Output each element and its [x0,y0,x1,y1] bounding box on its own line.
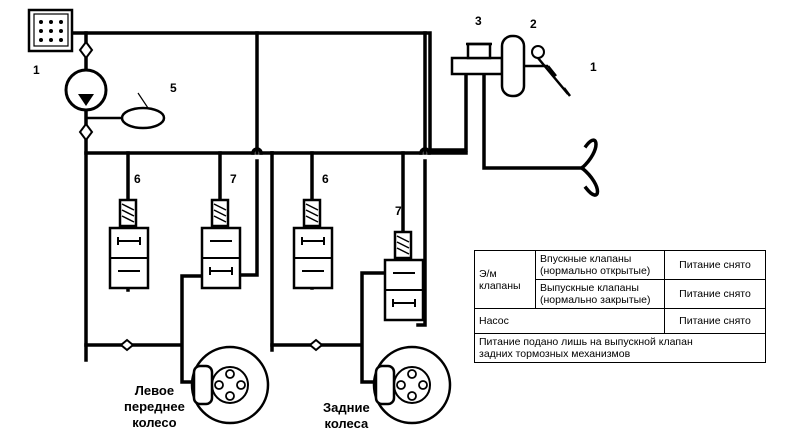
em-valves-cell: Э/м клапаны [474,250,536,309]
ecu-block [27,8,74,53]
front-wheel-brake [190,345,270,425]
front-left-wheel-line-2: переднее [124,399,185,414]
pressure-line-top [58,31,468,152]
table-row: Выпускные клапаны (нормально закрытые) П… [475,279,766,309]
inlet-valves-line-1: Впускные клапаны [540,253,632,265]
check-valve-front-loop [119,338,135,352]
pump-cell: Насос [474,308,665,334]
note-line-1: Питание подано лишь на выпускной клапан [479,336,693,348]
callout-6-rear: 6 [322,172,329,186]
note-line-2: задних тормозных механизмов [479,348,631,360]
callout-6-front: 6 [134,172,141,186]
return-line-rear [416,31,427,327]
inlet-valves-line-2: (нормально открытые) [540,265,651,277]
accumulator [86,92,166,130]
callout-3-reservoir: 3 [475,14,482,28]
brake-hose-hook [579,138,600,197]
front-left-wheel-caption: Левое переднее колесо [124,383,185,431]
callout-7-rear: 7 [395,204,402,218]
note-cell: Питание подано лишь на выпускной клапан … [474,333,766,363]
brake-pedal [531,45,571,97]
front-outlet-valve [200,198,242,290]
table-row: Питание подано лишь на выпускной клапан … [474,333,766,363]
valve-status-table: Э/м клапаны Впускные клапаны (нормально … [474,250,766,363]
callout-1-ecu: 1 [33,63,40,77]
callout-5-accumulator: 5 [170,81,177,95]
outlet-valves-line-1: Выпускные клапаны [540,282,639,294]
rear-outlet-valve [383,230,425,322]
table-row: Э/м клапаны Впускные клапаны (нормально … [474,250,766,309]
front-left-wheel-line-3: колесо [132,415,177,430]
rear-inlet-valve [292,198,334,290]
em-valves-line-1: Э/м [479,267,497,280]
rear-wheel-brake [372,345,452,425]
rear-wheels-line-2: колеса [324,416,369,431]
front-inlet-valve [108,198,150,290]
pump-state-cell: Питание снято [664,308,766,334]
check-valve-top [78,40,94,60]
inlet-valves-cell: Впускные клапаны (нормально открытые) [535,250,665,280]
rear-wheels-line-1: Задние [323,400,370,415]
check-valve-bottom [78,122,94,142]
check-valve-rear-loop [308,338,324,352]
callout-7-front: 7 [230,172,237,186]
outlet-valves-line-2: (нормально закрытые) [540,294,651,306]
return-line-front [234,31,259,277]
rear-wheels-caption: Задние колеса [323,400,370,432]
outlet-state-cell: Питание снято [664,279,766,309]
callout-2-booster: 2 [530,17,537,31]
em-valves-line-2: клапаны [479,279,521,292]
master-cylinder-return [482,70,584,170]
master-cylinder [450,34,548,98]
front-left-wheel-line-1: Левое [134,383,175,398]
pump [64,68,108,112]
inlet-state-cell: Питание снято [664,250,766,280]
outlet-valves-cell: Выпускные клапаны (нормально закрытые) [535,279,665,309]
callout-1-pedal: 1 [590,60,597,74]
table-row: Насос Питание снято [474,308,766,334]
